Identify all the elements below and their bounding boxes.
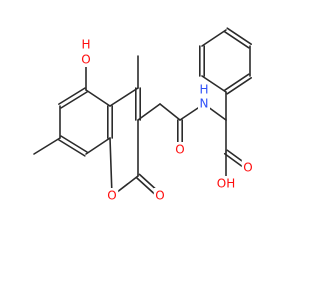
label-halo [153,188,167,203]
atom-h-hydroxyl: H [81,38,90,52]
bond-Bc7-Bc8 [60,135,88,153]
atom-labels: O H O O O N H O OH [79,37,255,203]
bond-Cp4-Cp5 [201,29,227,47]
label-halo [197,82,211,97]
bond-Bc7-Me7 [33,137,61,155]
atom-o-lactone-carbonyl: O [155,189,164,203]
atom-o-ring: O [107,189,116,203]
bond-Bc8-Bc8a [85,137,111,155]
bond-Cp1-Cp2 [223,73,250,91]
bond-Bc4a-Bc5 [85,89,111,107]
bond-Cp3-Cp4 [223,31,250,49]
atom-h-amide: H [199,83,208,97]
atom-o-acid-hydroxyl: OH [217,177,235,191]
bond-lines [33,27,253,199]
bond-Bc5-Bc6 [58,87,86,105]
bond-O1-Bc8a [109,137,113,197]
label-halo [105,188,119,203]
bond-Bc7-Bc8 [58,139,86,157]
bond-Bc4a-C4 [109,87,139,107]
atom-o-amide-carbonyl: O [175,143,184,157]
label-halo [79,52,93,67]
atom-o-acid-carbonyl: O [243,161,252,175]
molecule-diagram: O H O O O N H O OH [33,27,255,203]
label-halo [79,37,93,52]
bond-Bc5-Bc6 [60,91,88,109]
molecule-structure: O H O O O N H O OH [33,27,255,203]
label-halo [173,142,187,157]
bond-Cp1-Cp2 [226,77,253,95]
bond-Cp3-Cp4 [226,27,253,45]
bond-Cp6-Cp1 [201,75,227,93]
label-halo [241,160,255,175]
bond-CH2-Cam [159,103,181,121]
label-halo [198,96,210,111]
bond-C3-CH2 [137,103,161,121]
atom-n-amide: N [200,97,209,111]
label-halo [215,176,237,191]
atom-o-hydroxyl: O [81,53,90,67]
